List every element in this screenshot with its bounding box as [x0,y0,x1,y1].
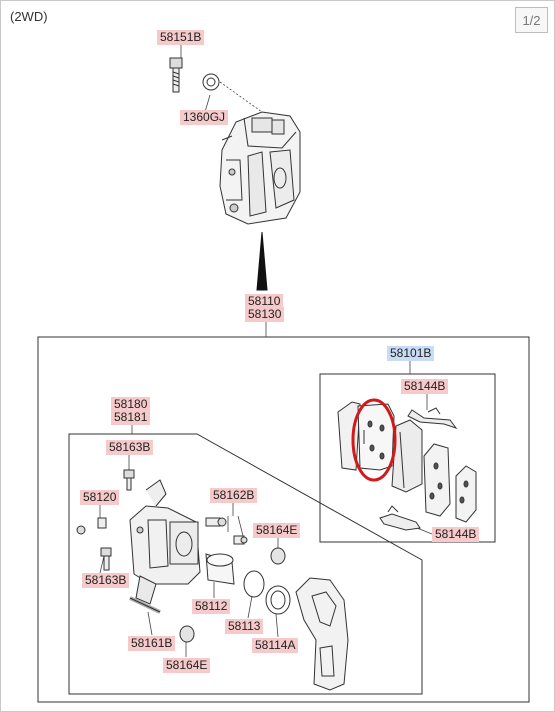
part-label-58163B-bottom[interactable]: 58163B [82,573,130,588]
brake-pad-icon [337,401,395,471]
leader-lines [99,45,433,657]
part-label-58101B[interactable]: 58101B [387,346,435,361]
caliper-bracket-icon [295,577,349,691]
brake-pad-icon [423,443,451,517]
part-label-58163B-top[interactable]: 58163B [106,440,154,455]
brake-pad-icon [455,465,477,523]
pad-clip-icon [407,407,458,429]
arrow-down-icon [256,231,268,291]
part-label-58144B-top[interactable]: 58144B [401,379,449,394]
variant-label: (2WD) [10,9,48,24]
part-label-58162B[interactable]: 58162B [210,488,258,503]
part-label-58130[interactable]: 58130 [245,307,285,322]
caliper-body-box [68,433,423,695]
pad-clip-icon [379,505,421,531]
boot-icon [179,625,195,643]
part-label-58110[interactable]: 58110 [245,294,284,309]
bolt-icon [169,57,183,93]
bleeder-screw-icon [123,469,135,491]
boot-icon [270,547,286,565]
part-label-58181[interactable]: 58181 [111,410,151,425]
washer-hole [206,77,216,87]
seal-ring-inner [270,590,286,610]
part-label-58151B[interactable]: 58151B [157,30,205,45]
brake-pad-icon [391,419,423,493]
assembly-box [37,336,530,703]
piston-icon [205,553,235,585]
part-label-58180[interactable]: 58180 [111,397,151,412]
washer-icon [202,73,220,91]
pad-kit-box [319,373,496,543]
part-label-58113[interactable]: 58113 [225,619,264,634]
part-label-58161B[interactable]: 58161B [128,636,176,651]
page-indicator[interactable]: 1/2 [515,7,548,33]
caliper-body-icon [129,479,201,605]
seal-ring-icon [243,570,265,598]
part-label-58114A[interactable]: 58114A [252,638,299,653]
bleeder-screw-icon [76,517,107,535]
bolt-icon [100,547,112,571]
caliper-assembly-icon [219,111,301,225]
guide-pin-icon [129,596,161,614]
part-label-58144B-bottom[interactable]: 58144B [432,527,480,542]
part-label-1360GJ[interactable]: 1360GJ [180,110,229,125]
part-label-58112[interactable]: 58112 [192,599,231,614]
seal-ring-icon [265,585,291,615]
part-label-58164E-bottom[interactable]: 58164E [163,658,211,673]
guide-pin-icon [205,517,248,545]
part-label-58164E-right[interactable]: 58164E [253,523,301,538]
highlight-circle [351,398,397,482]
part-label-58120[interactable]: 58120 [80,490,120,505]
